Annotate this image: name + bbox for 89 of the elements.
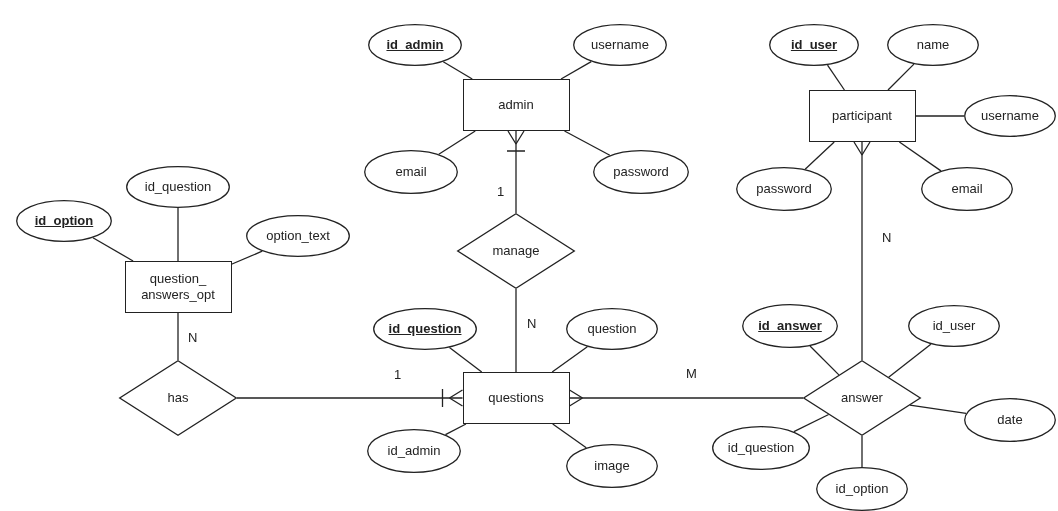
attribute-ellipse <box>373 308 477 350</box>
relationship-diamond <box>457 213 575 289</box>
entity-label: question_ answers_opt <box>140 270 216 304</box>
attribute-line <box>793 413 830 433</box>
cardinality-label: M <box>686 366 697 381</box>
relationship-label: has <box>167 389 189 407</box>
attribute-line <box>438 130 476 155</box>
attribute-label: id_admin <box>387 442 441 460</box>
attribute-label: image <box>594 457 630 475</box>
attribute-line <box>230 250 263 265</box>
attribute-line <box>861 435 863 468</box>
attribute-label: email <box>395 163 427 181</box>
attribute-label: name <box>916 36 950 54</box>
attribute-line <box>826 64 846 91</box>
attribute-ellipse <box>816 467 908 511</box>
attribute-ellipse <box>908 305 1000 347</box>
attribute-line <box>563 130 611 156</box>
attribute-ellipse <box>246 215 350 257</box>
attribute-ellipse <box>921 167 1013 211</box>
attribute-ellipse <box>736 167 832 211</box>
attribute-ellipse <box>566 444 658 488</box>
key-attribute-label: id_answer <box>758 317 822 335</box>
entity-label: participant <box>832 107 892 125</box>
attribute-ellipse <box>712 426 810 470</box>
entity-box <box>462 79 570 131</box>
attribute-label: password <box>613 163 669 181</box>
attribute-line <box>515 288 517 373</box>
attribute-line <box>809 345 840 376</box>
attribute-line <box>444 423 467 436</box>
attribute-label: id_option <box>835 480 889 498</box>
attribute-line <box>804 141 835 170</box>
attribute-ellipse <box>964 398 1056 442</box>
attribute-label: id_question <box>727 439 795 457</box>
entity-box <box>462 372 570 424</box>
attribute-ellipse <box>593 150 689 194</box>
attribute-label: date <box>997 411 1023 429</box>
attribute-line <box>442 61 473 80</box>
entity-box <box>808 90 916 142</box>
attribute-ellipse <box>367 429 461 473</box>
attribute-label: username <box>591 36 649 54</box>
relationship-line <box>506 130 526 214</box>
cardinality-label: N <box>188 330 198 345</box>
attribute-ellipse <box>573 24 667 66</box>
attribute-line <box>177 312 179 361</box>
relationship-label: manage <box>492 242 540 260</box>
entity-label: admin <box>498 96 534 114</box>
relationship-diamond <box>119 360 237 436</box>
attribute-ellipse <box>368 24 462 66</box>
attribute-ellipse <box>126 166 230 208</box>
attribute-line <box>914 115 965 117</box>
attribute-ellipse <box>742 304 838 348</box>
attribute-label: id_user <box>932 317 976 335</box>
attribute-line <box>560 60 592 80</box>
attribute-line <box>909 404 967 415</box>
relationship-line <box>853 141 871 361</box>
attribute-ellipse <box>364 150 458 194</box>
attribute-line <box>887 63 915 91</box>
cardinality-label: N <box>882 230 892 245</box>
entity-label: questions <box>488 389 544 407</box>
key-attribute-label: id_admin <box>386 36 444 54</box>
attribute-label: username <box>981 107 1039 125</box>
attribute-line <box>92 237 134 262</box>
cardinality-label: 1 <box>497 184 505 199</box>
key-attribute-label: id_option <box>34 212 94 230</box>
entity-box <box>124 261 232 313</box>
cardinality-label: 1 <box>394 367 402 382</box>
relationship-line <box>568 389 804 407</box>
attribute-label: password <box>756 180 812 198</box>
attribute-line <box>448 346 483 373</box>
attribute-line <box>177 207 179 262</box>
attribute-ellipse <box>566 308 658 350</box>
attribute-ellipse <box>16 200 112 242</box>
attribute-line <box>898 141 942 172</box>
relationship-line <box>236 388 464 408</box>
attribute-ellipse <box>887 24 979 66</box>
attribute-label: email <box>951 180 983 198</box>
cardinality-label: N <box>527 316 537 331</box>
attribute-label: question <box>587 320 637 338</box>
attribute-label: id_question <box>144 178 212 196</box>
attribute-ellipse <box>964 95 1056 137</box>
attribute-label: option_text <box>266 227 330 245</box>
relationship-label: answer <box>841 389 883 407</box>
attribute-line <box>552 423 587 449</box>
attribute-line <box>888 343 932 378</box>
attribute-ellipse <box>769 24 859 66</box>
key-attribute-label: id_user <box>790 36 838 54</box>
key-attribute-label: id_question <box>388 320 462 338</box>
relationship-diamond <box>803 360 921 436</box>
attribute-line <box>551 346 588 373</box>
